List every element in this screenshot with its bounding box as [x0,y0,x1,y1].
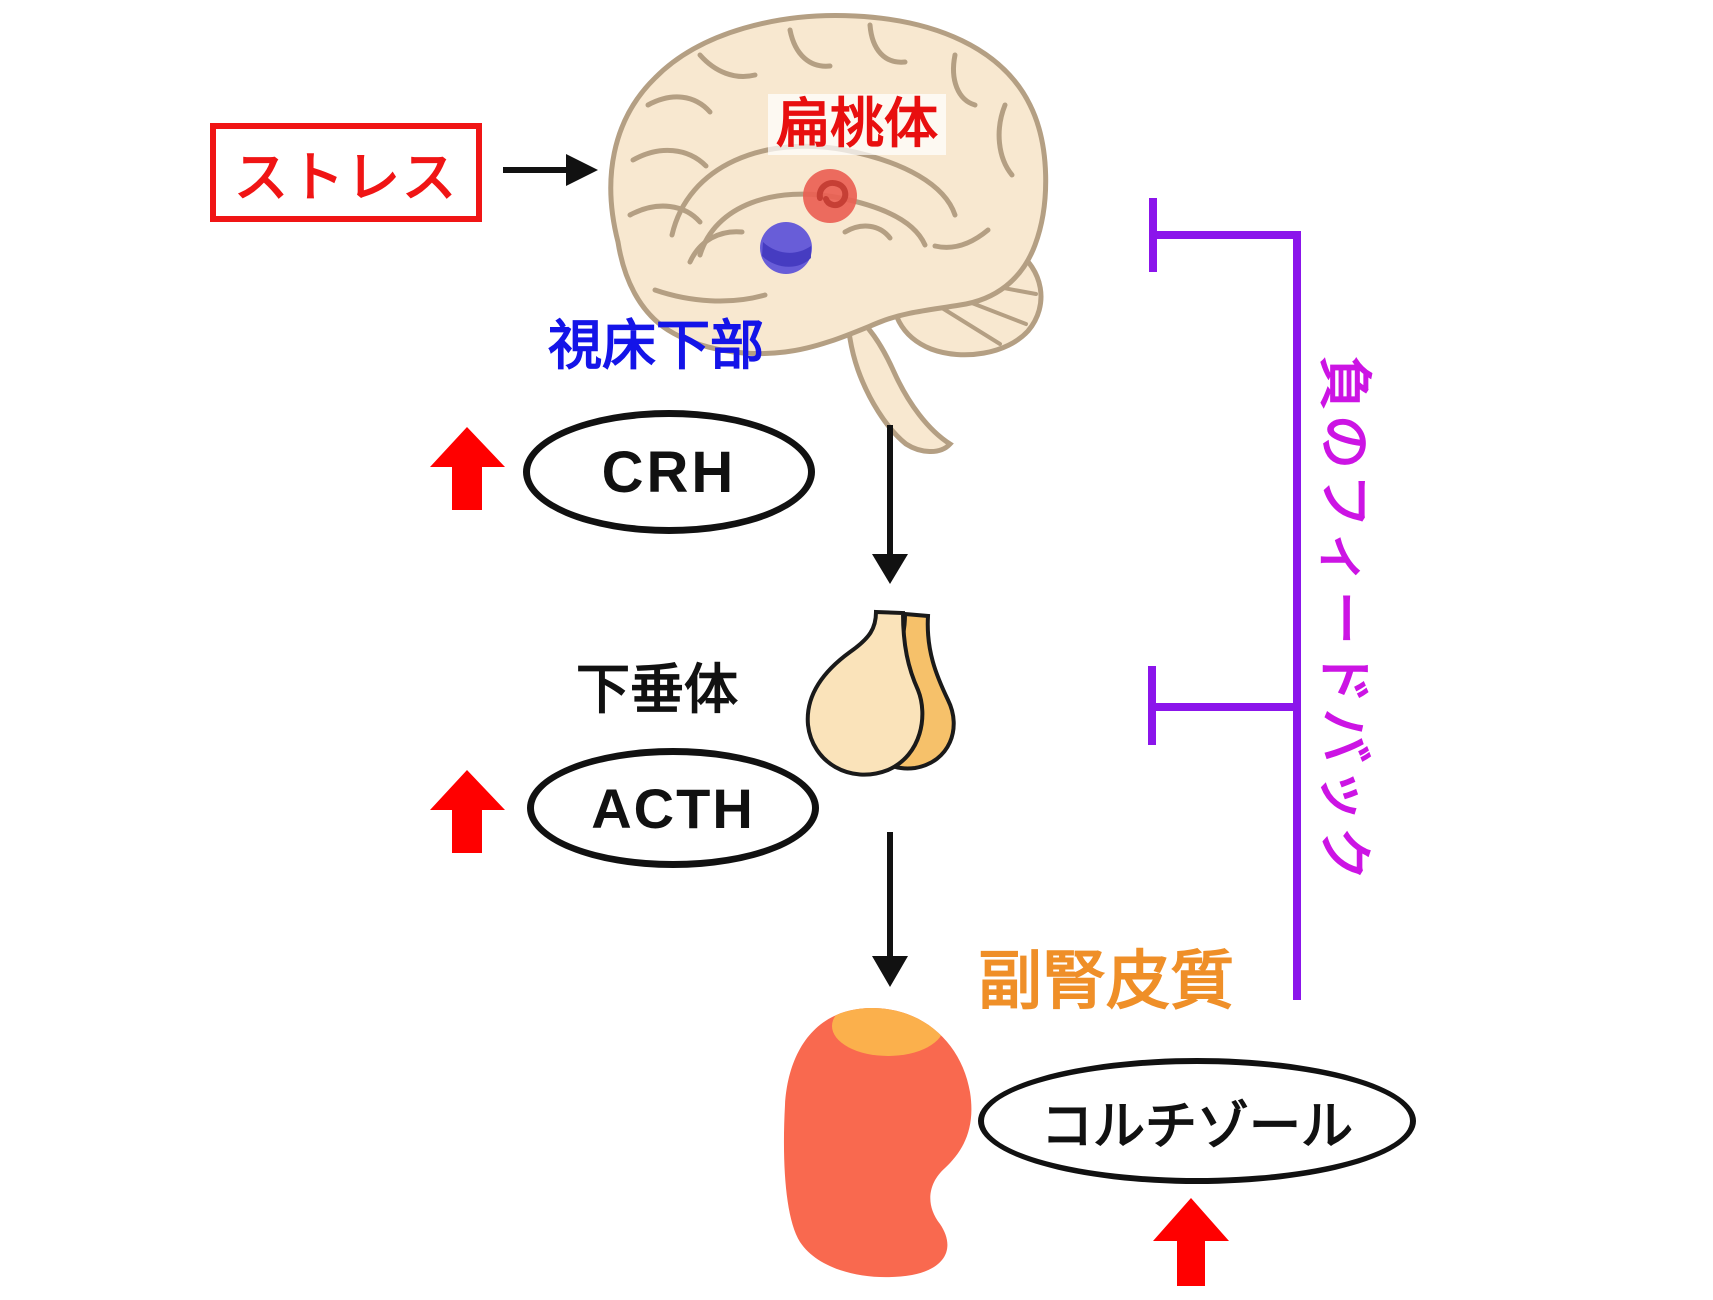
amygdala-label: 扁桃体 [768,94,946,155]
adrenal-cortex-label: 副腎皮質 [978,945,1234,1017]
stress-to-brain-arrow-icon [503,154,598,186]
crh-increase-arrow-icon [430,427,505,510]
brain-illustration [608,13,1049,454]
acth-node: ACTH [527,748,819,868]
crh-label: CRH [601,439,737,505]
negative-feedback-label: 負のフィードバック [1314,356,1374,886]
stress-label: ストレス [234,148,458,208]
negative-feedback-inhibition-lines [1148,198,1301,1000]
brain-to-pituitary-arrow-icon [872,425,908,584]
adrenal-cap [832,1008,944,1056]
hypothalamus-marker [760,222,812,274]
crh-node: CRH [523,410,815,534]
amygdala-marker [803,169,857,223]
pituitary-illustration [805,609,956,777]
acth-increase-arrow-icon [430,770,505,853]
hypothalamus-label: 視床下部 [548,316,764,376]
pituitary-front-lobe [805,609,925,777]
pituitary-to-adrenal-arrow-icon [872,832,908,987]
brainstem-shape [845,303,954,454]
stress-node: ストレス [210,123,482,222]
acth-label: ACTH [591,776,755,840]
pituitary-label: 下垂体 [576,660,738,720]
cortisol-node: コルチゾール [978,1058,1416,1184]
adrenal-kidney-illustration [783,1008,972,1278]
cortisol-label: コルチゾール [1040,1097,1353,1156]
cortisol-increase-arrow-icon [1153,1198,1229,1286]
